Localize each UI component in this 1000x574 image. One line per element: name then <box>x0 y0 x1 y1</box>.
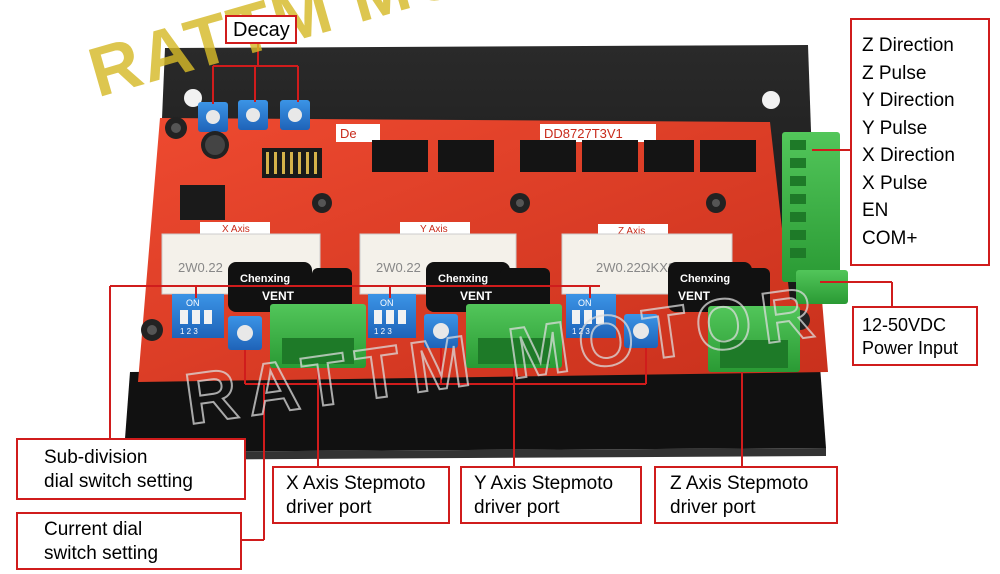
dip-nums-x: 1 2 3 <box>180 327 198 336</box>
board-model-text: DD8727T3V1 <box>544 126 623 141</box>
x-port-line2: driver port <box>286 497 372 518</box>
cap-text-z: VENT <box>678 289 711 303</box>
x-port-line1: X Axis Stepmoto <box>286 473 426 494</box>
cap-brand-x: Chenxing <box>240 273 290 285</box>
signal-x-pulse: X Pulse <box>862 172 928 194</box>
leader-lines <box>109 42 893 541</box>
label-power-input: 12-50VDC Power Input <box>852 306 978 366</box>
resistor-text-y: 2W0.22 <box>376 260 421 275</box>
label-x-axis-port: X Axis Stepmoto driver port <box>272 466 450 524</box>
dip-switches: ON ON ON 1 2 3 1 2 3 1 2 3 <box>172 294 616 338</box>
subdivision-line1: Sub-division <box>44 447 148 468</box>
power-voltage-text: 12-50VDC <box>862 315 947 335</box>
decay-potentiometers <box>198 100 310 132</box>
y-port-line1: Y Axis Stepmoto <box>474 473 614 494</box>
dip-on-x: ON <box>186 298 200 308</box>
cap-brand-y: Chenxing <box>438 273 488 285</box>
mount-hole-right <box>762 91 780 109</box>
driver-ics <box>372 140 756 172</box>
board-brand-text: De <box>340 126 357 141</box>
signal-z-direction: Z Direction <box>862 35 954 56</box>
resistor-text-z: 2W0.22ΩKX2 <box>596 260 675 275</box>
current-dials <box>228 314 658 350</box>
label-z-axis-port: Z Axis Stepmoto driver port <box>654 466 838 524</box>
current-dial-line2: switch setting <box>44 543 159 564</box>
signal-com: COM+ <box>862 227 918 249</box>
label-subdivision: Sub-division dial switch setting <box>16 438 246 500</box>
signal-y-pulse: Y Pulse <box>862 117 928 139</box>
dip-nums-z: 1 2 3 <box>572 327 590 336</box>
cap-brand-z: Chenxing <box>680 273 730 285</box>
motor-terminals <box>270 304 800 372</box>
z-port-line1: Z Axis Stepmoto <box>670 473 809 494</box>
subdivision-line2: dial switch setting <box>44 471 193 492</box>
mount-hole-left <box>184 89 202 107</box>
cap-text-x: VENT <box>262 289 295 303</box>
label-terminal-signals: Z Direction Z Pulse Y Direction Y Pulse … <box>850 18 990 266</box>
signal-x-direction: X Direction <box>862 145 955 166</box>
y-port-line2: driver port <box>474 497 560 518</box>
label-decay-text: Decay <box>233 19 290 41</box>
control-terminal-block <box>782 132 840 282</box>
axis-x-text: X Axis <box>222 224 250 235</box>
resistor-text-x: 2W0.22 <box>178 260 223 275</box>
z-port-line2: driver port <box>670 497 756 518</box>
axis-y-text: Y Axis <box>420 224 448 235</box>
label-decay: Decay <box>225 15 297 44</box>
cap-text-y: VENT <box>460 289 493 303</box>
signal-en: EN <box>862 200 889 221</box>
signal-y-direction: Y Direction <box>862 90 955 111</box>
dip-on-z: ON <box>578 298 592 308</box>
dip-on-y: ON <box>380 298 394 308</box>
label-current-dial: Current dial switch setting <box>16 512 242 570</box>
label-y-axis-port: Y Axis Stepmoto driver port <box>460 466 642 524</box>
signal-z-pulse: Z Pulse <box>862 62 927 84</box>
black-capacitors: Chenxing VENT Chenxing VENT Chenxing VEN… <box>228 262 770 312</box>
power-input-text: Power Input <box>862 338 959 358</box>
power-terminal <box>796 270 848 304</box>
current-dial-line1: Current dial <box>44 519 143 540</box>
dip-nums-y: 1 2 3 <box>374 327 392 336</box>
heatsink-front <box>124 366 826 452</box>
axis-z-text: Z Axis <box>618 226 645 237</box>
